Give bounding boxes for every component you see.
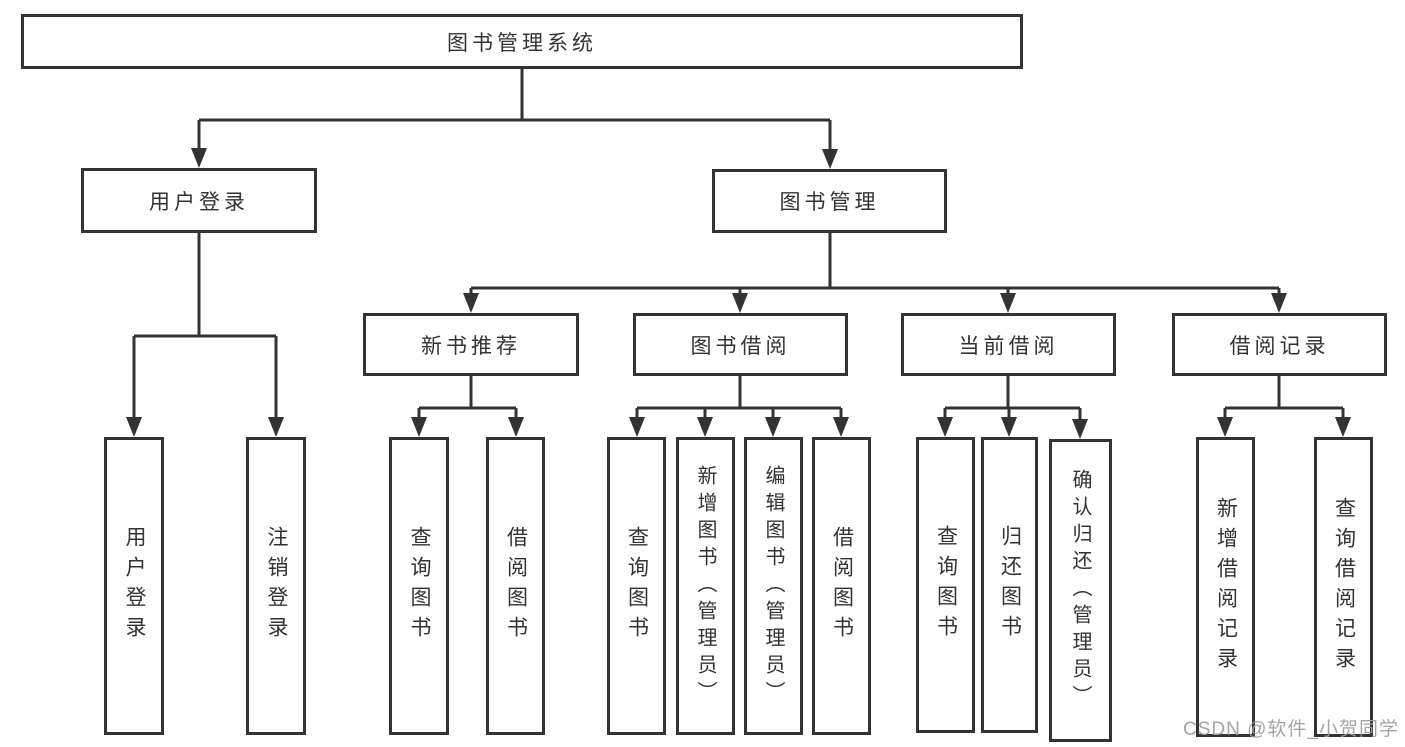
leaf-return-books: 归还图书 (981, 437, 1038, 733)
leaf-add-books-admin: 新增图书（管理员） (676, 437, 735, 735)
node-root-system: 图书管理系统 (21, 14, 1023, 69)
node-new-book-recommend: 新书推荐 (363, 313, 579, 376)
node-book-management: 图书管理 (712, 169, 947, 233)
leaf-borrow-books-recommend: 借阅图书 (486, 437, 545, 735)
leaf-edit-books-admin: 编辑图书（管理员） (744, 437, 803, 735)
leaf-logout: 注销登录 (246, 437, 306, 735)
leaf-query-books-borrow: 查询图书 (607, 437, 666, 735)
leaf-query-borrow-record: 查询借阅记录 (1314, 437, 1373, 737)
leaf-user-login: 用户登录 (104, 437, 164, 735)
node-book-borrow: 图书借阅 (633, 313, 848, 376)
leaf-add-borrow-record: 新增借阅记录 (1196, 437, 1255, 737)
leaf-borrow-books: 借阅图书 (812, 437, 871, 735)
leaf-query-books-recommend: 查询图书 (389, 437, 449, 735)
node-user-login: 用户登录 (81, 168, 317, 233)
leaf-confirm-return-admin: 确认归还（管理员） (1049, 439, 1112, 742)
node-borrow-records: 借阅记录 (1172, 313, 1387, 376)
csdn-watermark: CSDN @软件_小贺同学 (1183, 719, 1399, 740)
leaf-query-books-current: 查询图书 (916, 437, 975, 733)
node-current-borrow: 当前借阅 (901, 313, 1116, 376)
